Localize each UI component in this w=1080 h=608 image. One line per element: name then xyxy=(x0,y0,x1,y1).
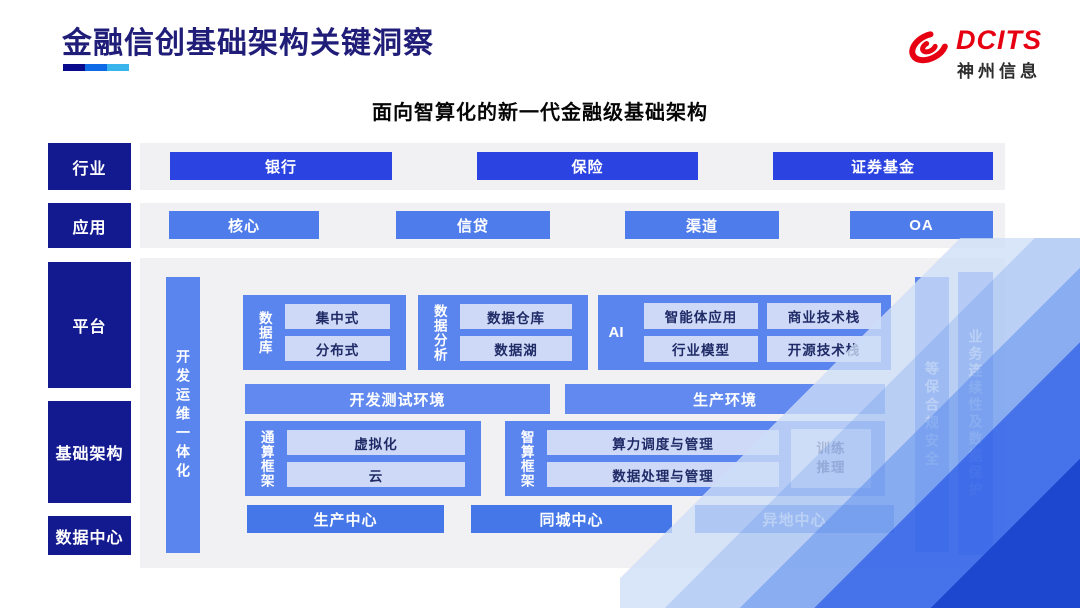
application-item-core: 核心 xyxy=(169,211,319,239)
center-bar-production: 生产中心 xyxy=(247,505,444,533)
ai-item-commercial-stack: 商业技术栈 xyxy=(767,303,881,329)
page-title: 金融信创基础架构关键洞察 xyxy=(62,27,434,60)
dcits-swirl-logo-icon xyxy=(906,25,952,74)
database-item-distributed: 分布式 xyxy=(285,336,390,361)
continuity-bar-label: 业务连续性及数据保护 xyxy=(967,328,984,499)
diagram-title: 面向智算化的新一代金融级基础架构 xyxy=(372,102,708,124)
group-general-compute-label: 通算框架 xyxy=(258,429,274,488)
application-item-credit: 信贷 xyxy=(396,211,550,239)
group-ai-label: AI xyxy=(608,324,624,341)
layer-label-infrastructure: 基础架构 xyxy=(48,401,131,503)
train-inference-box: 训练 推理 xyxy=(791,429,871,488)
ai-item-opensource-stack: 开源技术栈 xyxy=(767,336,881,362)
group-general-compute-boxes: 虚拟化 云 xyxy=(287,421,481,496)
layer-label-application: 应用 xyxy=(48,203,131,248)
center-bar-remote: 异地中心 xyxy=(695,505,894,533)
group-analytics: 数据分析 数据仓库 数据湖 xyxy=(418,295,588,370)
group-analytics-label: 数据分析 xyxy=(431,303,447,362)
database-item-centralized: 集中式 xyxy=(285,304,390,329)
group-database: 数据库 集中式 分布式 xyxy=(243,295,406,370)
group-ai: AI 智能体应用 商业技术栈 行业模型 开源技术栈 xyxy=(598,295,891,370)
devops-bar: 开发运维一体化 xyxy=(166,277,200,553)
dev-test-env-bar: 开发测试环境 xyxy=(245,384,550,414)
group-general-compute: 通算框架 虚拟化 云 xyxy=(245,421,481,496)
devops-bar-label: 开发运维一体化 xyxy=(175,348,191,482)
layer-label-datacenter: 数据中心 xyxy=(48,516,131,555)
application-item-oa: OA xyxy=(850,211,993,239)
ai-item-agent-app: 智能体应用 xyxy=(644,303,758,329)
underline-segment xyxy=(107,64,129,71)
industry-item-insurance: 保险 xyxy=(477,152,698,180)
industry-item-bank: 银行 xyxy=(170,152,392,180)
group-ai-boxes: 智能体应用 商业技术栈 行业模型 开源技术栈 xyxy=(634,295,891,370)
security-bar-label: 等保合规安全 xyxy=(924,360,940,469)
layer-label-platform: 平台 xyxy=(48,262,131,388)
logo-company-text: 神州信息 xyxy=(957,62,1041,81)
group-database-boxes: 集中式 分布式 xyxy=(285,295,406,370)
group-smart-compute: 智算框架 算力调度与管理 数据处理与管理 训练 推理 xyxy=(505,421,885,496)
logo-brand-text: DCITS xyxy=(956,25,1042,55)
layer-label-industry: 行业 xyxy=(48,143,131,190)
general-compute-item-cloud: 云 xyxy=(287,462,465,487)
analytics-item-warehouse: 数据仓库 xyxy=(460,304,572,329)
underline-segment xyxy=(85,64,107,71)
analytics-item-lake: 数据湖 xyxy=(460,336,572,361)
general-compute-item-virtualization: 虚拟化 xyxy=(287,430,465,455)
underline-segment xyxy=(63,64,85,71)
application-item-channel: 渠道 xyxy=(625,211,779,239)
smart-compute-item-scheduling: 算力调度与管理 xyxy=(547,430,779,455)
ai-item-industry-model: 行业模型 xyxy=(644,336,758,362)
industry-item-securities: 证券基金 xyxy=(773,152,993,180)
prod-env-bar: 生产环境 xyxy=(565,384,885,414)
group-analytics-boxes: 数据仓库 数据湖 xyxy=(460,295,588,370)
continuity-bar: 业务连续性及数据保护 xyxy=(958,272,993,555)
smart-compute-item-data-mgmt: 数据处理与管理 xyxy=(547,462,779,487)
security-bar: 等保合规安全 xyxy=(915,277,949,552)
group-smart-compute-boxes: 算力调度与管理 数据处理与管理 xyxy=(547,421,779,496)
group-smart-compute-label: 智算框架 xyxy=(518,429,534,488)
center-bar-same-city: 同城中心 xyxy=(471,505,672,533)
title-underline xyxy=(63,64,129,71)
group-database-label: 数据库 xyxy=(256,310,272,355)
